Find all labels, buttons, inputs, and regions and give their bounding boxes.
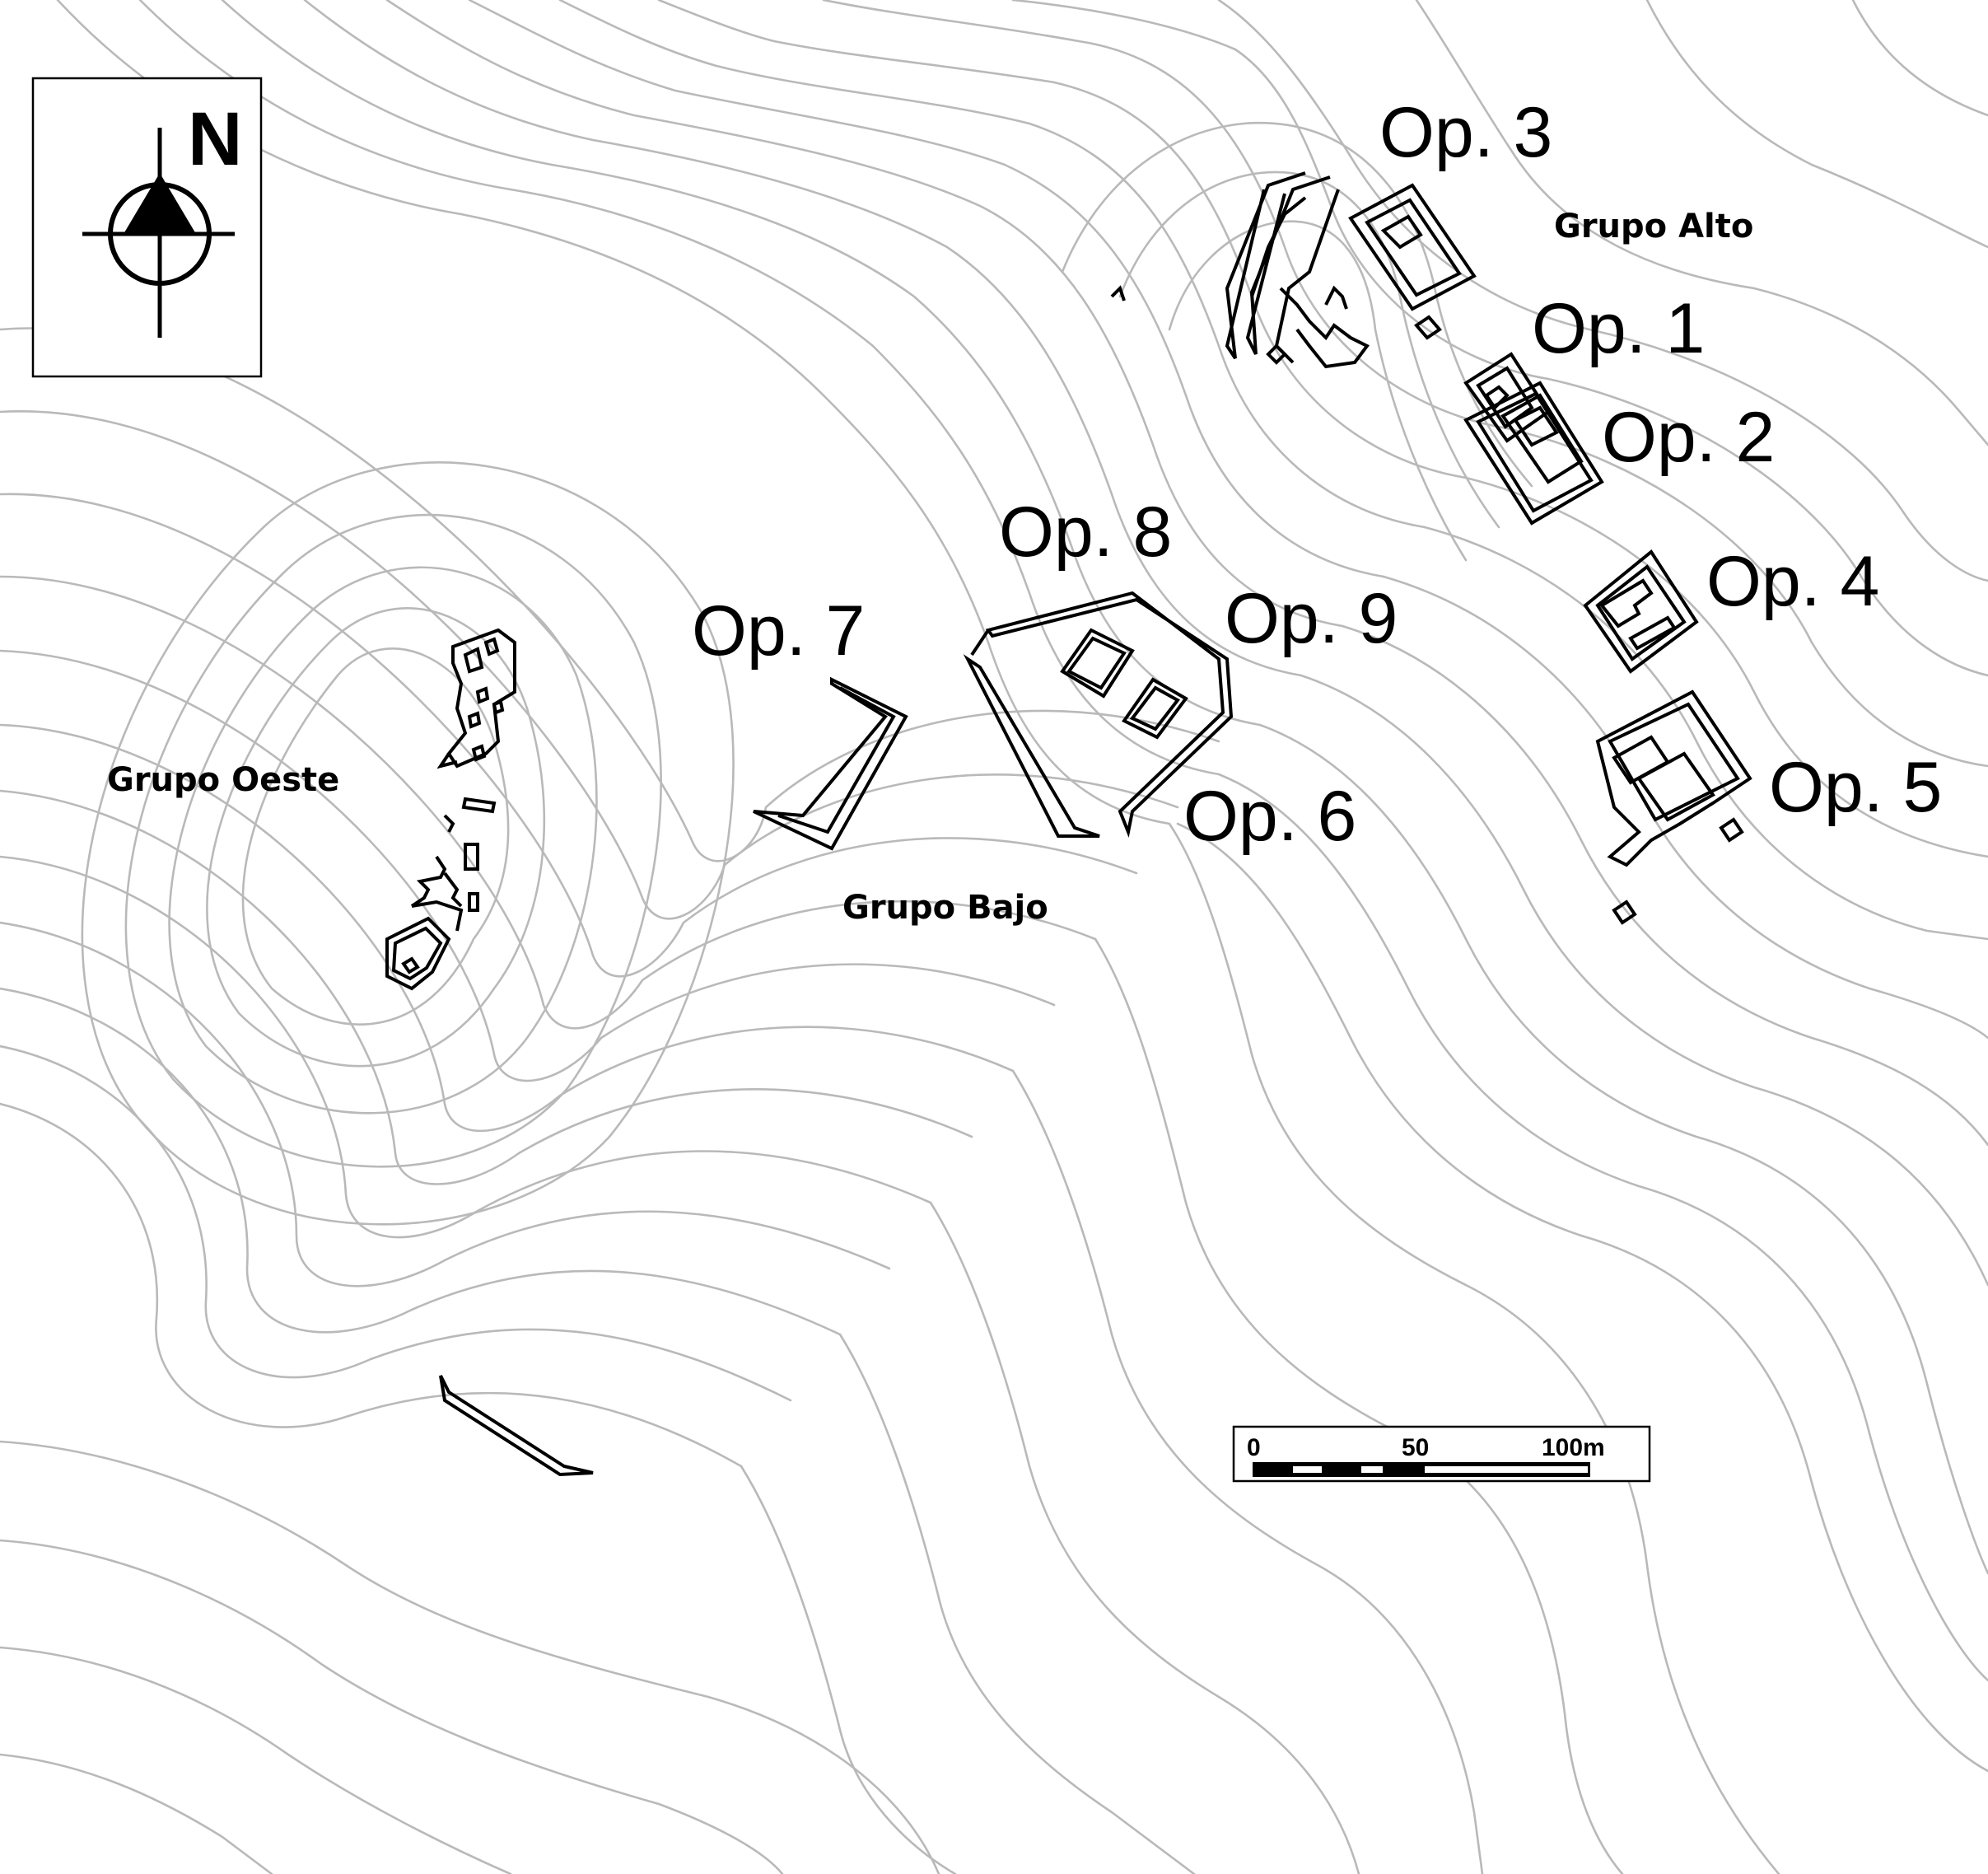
- label-op9: Op. 9: [1225, 579, 1398, 658]
- label-op8: Op. 8: [999, 493, 1172, 572]
- south-wall-structure: [439, 1375, 594, 1477]
- op2-structure: [1463, 381, 1604, 526]
- label-op5: Op. 5: [1769, 748, 1942, 827]
- scale-label-100m: 100m: [1542, 1434, 1605, 1461]
- op4-structure: [1583, 549, 1699, 674]
- op7-structure: [753, 676, 908, 851]
- north-arrow-icon: N: [31, 77, 263, 378]
- scale-bar: 0 50 100m: [1232, 1425, 1651, 1483]
- op3-structure: [1348, 183, 1477, 340]
- label-op3: Op. 3: [1379, 93, 1552, 172]
- label-grupo-bajo: Grupo Bajo: [842, 889, 1048, 927]
- label-op4: Op. 4: [1706, 542, 1879, 621]
- label-op6: Op. 6: [1183, 777, 1356, 856]
- scale-label-0: 0: [1247, 1434, 1261, 1461]
- label-op7: Op. 7: [692, 591, 865, 671]
- structures: [385, 171, 1752, 1477]
- label-grupo-oeste: Grupo Oeste: [107, 761, 339, 799]
- scale-label-50: 50: [1402, 1434, 1429, 1461]
- op8-op9-op6-structures: [963, 591, 1234, 838]
- label-op2: Op. 2: [1602, 398, 1775, 477]
- label-op1: Op. 1: [1532, 289, 1705, 368]
- labels: Op. 3 Grupo Alto Op. 1 Op. 2 Op. 8 Op. 4…: [107, 93, 1942, 927]
- label-grupo-alto: Grupo Alto: [1554, 208, 1753, 245]
- op5-structure: [1595, 689, 1752, 925]
- grupo-oeste-structures: [385, 628, 516, 991]
- north-letter: N: [188, 97, 242, 181]
